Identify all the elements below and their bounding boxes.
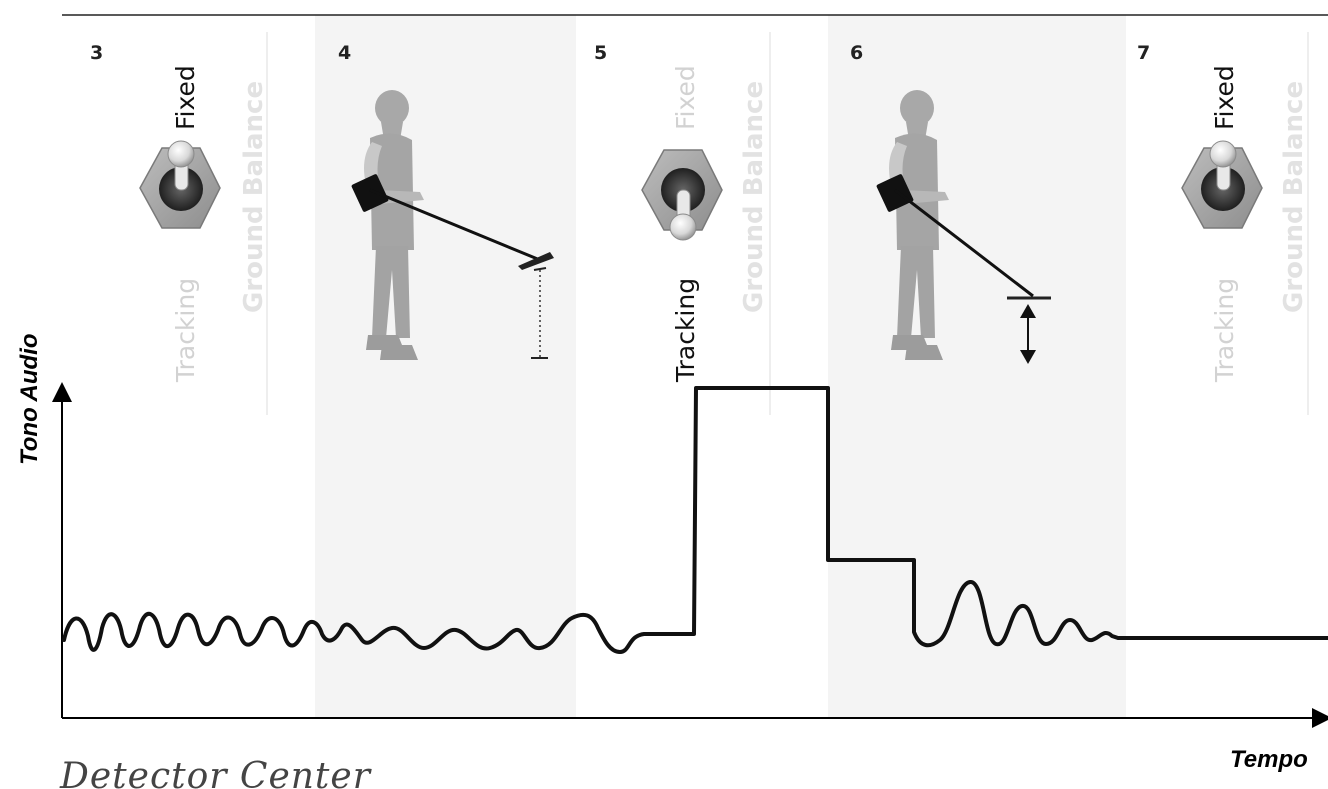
fixed-label: Fixed	[171, 65, 200, 130]
tracking-label: Tracking	[671, 278, 700, 383]
coil-height-marker-icon	[531, 267, 548, 359]
x-axis-label: Tempo	[1230, 746, 1308, 773]
toggle-switch-icon	[139, 140, 221, 229]
ground-balance-label: Ground Balance	[1279, 81, 1309, 313]
toggle-switch-icon	[641, 149, 723, 241]
step-4-number: 4	[338, 42, 351, 64]
step-5-number: 5	[594, 42, 607, 64]
axes: Tono Audio Tempo	[16, 333, 1328, 773]
fixed-label: Fixed	[671, 65, 700, 130]
tracking-label: Tracking	[171, 278, 200, 383]
toggle-switch-icon	[1181, 140, 1263, 229]
metal-detector-operator-icon	[350, 90, 554, 360]
y-axis-label: Tono Audio	[16, 333, 43, 465]
metal-detector-operator-icon	[875, 90, 1051, 364]
audio-tone-signal	[62, 386, 1328, 654]
step-7-switch: Fixed Tracking Ground Balance	[1181, 32, 1309, 415]
ground-balance-label: Ground Balance	[239, 81, 269, 313]
band-step-6	[828, 15, 1126, 718]
band-step-4	[315, 15, 576, 718]
brand-watermark: Detector Center	[59, 756, 372, 789]
step-5-switch: Fixed Tracking Ground Balance	[641, 32, 771, 415]
step-7-number: 7	[1137, 42, 1150, 64]
step-bands	[315, 15, 1126, 718]
up-down-arrow-icon	[1020, 304, 1036, 364]
fixed-label: Fixed	[1210, 65, 1239, 130]
step-6-number: 6	[850, 42, 863, 64]
step-3-switch: Fixed Tracking Ground Balance	[139, 32, 269, 415]
step-3-number: 3	[90, 42, 103, 64]
tracking-label: Tracking	[1210, 278, 1239, 383]
ground-balance-label: Ground Balance	[739, 81, 769, 313]
